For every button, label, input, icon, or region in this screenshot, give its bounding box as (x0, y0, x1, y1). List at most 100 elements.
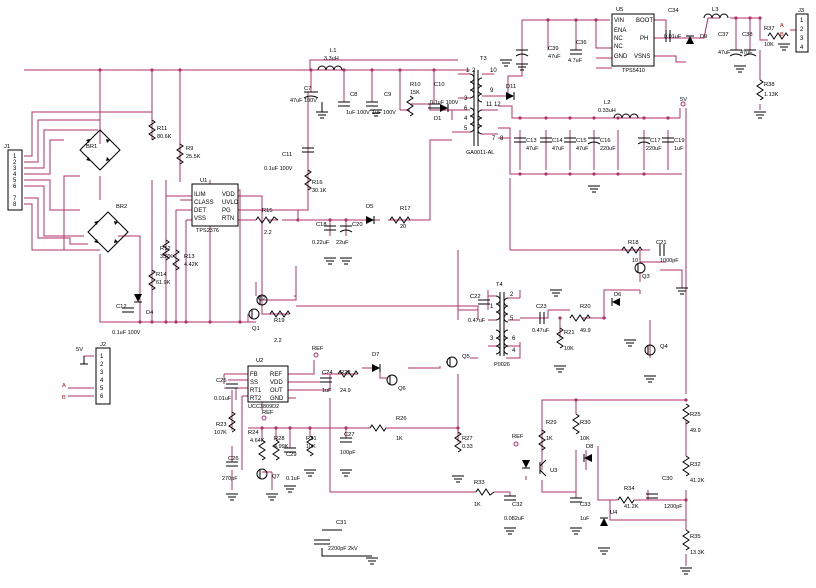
svg-text:5: 5 (13, 178, 17, 184)
svg-text:R23: R23 (216, 422, 227, 428)
transistor-q6: Q6 (386, 374, 406, 392)
svg-text:0.01uF: 0.01uF (664, 34, 682, 40)
svg-text:6: 6 (13, 184, 17, 190)
resistor-r34: R34 41.2K (617, 486, 639, 510)
resistor-r26: R26 1K (369, 416, 407, 442)
svg-text:C19: C19 (674, 138, 685, 144)
svg-text:Q5: Q5 (462, 354, 470, 360)
ic-u2: U2 FB SS RT1 RT2 REF VDD OUT GND UCC3809… (247, 358, 289, 410)
svg-text:VDD: VDD (222, 192, 235, 198)
svg-text:R19: R19 (274, 318, 285, 324)
svg-text:1uF: 1uF (322, 388, 332, 394)
svg-text:T4: T4 (496, 282, 504, 288)
svg-text:GND: GND (270, 396, 284, 402)
svg-text:VSNS: VSNS (634, 54, 650, 60)
resistor-r22: R22 24.9 (337, 370, 359, 394)
svg-text:1.13K: 1.13K (764, 92, 779, 98)
capacitor-c33: C33 1uF (570, 497, 591, 522)
svg-text:R15: R15 (262, 208, 273, 214)
transistor-q7: Q7 (256, 468, 280, 480)
svg-text:47uF: 47uF (552, 146, 565, 152)
resistor-r23: R23 107K (214, 411, 236, 436)
svg-text:4: 4 (100, 378, 104, 384)
svg-text:PG: PG (222, 208, 231, 214)
svg-text:6: 6 (100, 394, 104, 400)
resistor-r21: R21 10K (556, 327, 575, 352)
svg-text:R17: R17 (400, 206, 411, 212)
capacitor-c16: C16 220uF (587, 137, 616, 152)
resistor-r31: R31 10K (306, 435, 317, 457)
svg-text:R13: R13 (184, 254, 195, 260)
svg-text:R32: R32 (690, 462, 701, 468)
svg-text:R11: R11 (157, 126, 167, 132)
svg-text:C38: C38 (742, 32, 753, 38)
svg-text:J1: J1 (4, 144, 10, 150)
svg-text:1: 1 (100, 354, 104, 360)
svg-text:2: 2 (472, 68, 476, 74)
svg-text:7: 7 (13, 196, 17, 202)
optocoupler-u3: U3 (522, 459, 557, 477)
svg-text:R37: R37 (764, 26, 775, 32)
svg-text:2: 2 (800, 27, 804, 33)
svg-text:4: 4 (13, 172, 17, 178)
transistor-q1: Q1 (248, 308, 260, 332)
svg-text:10K: 10K (580, 436, 590, 442)
svg-text:BR2: BR2 (116, 204, 127, 210)
svg-text:RT1: RT1 (250, 388, 262, 394)
svg-text:UCC3809D2: UCC3809D2 (248, 404, 279, 410)
svg-text:4.42K: 4.42K (184, 262, 199, 268)
junction-dots (98, 16, 762, 502)
svg-text:47uF: 47uF (526, 146, 539, 152)
svg-text:REF: REF (312, 346, 324, 352)
svg-text:C25: C25 (216, 378, 227, 384)
diode-d7: D7 (372, 352, 381, 372)
resistor-r38: R38 1.13K (756, 79, 779, 101)
capacitor-c36: C36 4.7uF (568, 40, 587, 64)
resistor-r17: R17 20 (389, 206, 411, 230)
svg-text:10: 10 (490, 68, 497, 74)
svg-text:4.99K: 4.99K (274, 444, 289, 450)
svg-text:2: 2 (510, 292, 514, 298)
svg-text:GA0011-AL: GA0011-AL (466, 150, 494, 156)
svg-text:R10: R10 (410, 82, 421, 88)
svg-text:VSS: VSS (194, 216, 206, 222)
connector-j2: J2 5V 1 2 3 4 5 6 A B (62, 342, 111, 405)
transistor-q3: Q3 (634, 262, 650, 280)
diode-d6: D6 (611, 292, 621, 306)
diode-d4: D4 (134, 294, 154, 316)
svg-text:9: 9 (490, 88, 494, 94)
transformer-t4: T4 1 2 3 4 5 6 P0026 (488, 282, 520, 368)
svg-text:3: 3 (800, 36, 804, 42)
svg-text:C39: C39 (548, 46, 559, 52)
svg-text:1uF: 1uF (674, 146, 684, 152)
svg-text:1K: 1K (474, 502, 481, 508)
svg-text:C30: C30 (662, 476, 673, 482)
resistor-r24: R24 4.64K (248, 430, 266, 461)
svg-text:24.9: 24.9 (340, 388, 351, 394)
capacitor-c26: C26 270pF (222, 456, 239, 482)
svg-text:Q7: Q7 (272, 474, 280, 480)
svg-text:C33: C33 (580, 502, 591, 508)
resistor-r33: R33 1K (474, 480, 495, 508)
diode-d1: D1 (434, 104, 449, 122)
svg-text:47uF: 47uF (548, 54, 561, 60)
svg-text:4.64K: 4.64K (250, 438, 265, 444)
wire-network (24, 17, 800, 566)
capacitor-c21: C21 1000pF (656, 240, 679, 264)
svg-text:P0026: P0026 (494, 362, 510, 368)
svg-text:0.47uF: 0.47uF (532, 328, 550, 334)
svg-text:R22: R22 (340, 370, 351, 376)
capacitor-c20: C20 22uF (336, 222, 363, 246)
svg-text:10K: 10K (764, 42, 774, 48)
svg-text:R26: R26 (396, 416, 407, 422)
svg-text:R30: R30 (580, 420, 591, 426)
svg-text:0.1uF: 0.1uF (286, 476, 301, 482)
svg-text:C37: C37 (718, 32, 729, 38)
svg-text:61.9K: 61.9K (156, 280, 171, 286)
resistor-r9: R9 25.5K (176, 143, 201, 165)
capacitor-c11: C11 0.1uF 100V (264, 147, 314, 172)
inductor-l3: L3 (703, 7, 729, 19)
svg-text:1uF 100V: 1uF 100V (372, 110, 396, 116)
svg-text:220uF: 220uF (646, 146, 662, 152)
svg-text:C23: C23 (536, 304, 547, 310)
